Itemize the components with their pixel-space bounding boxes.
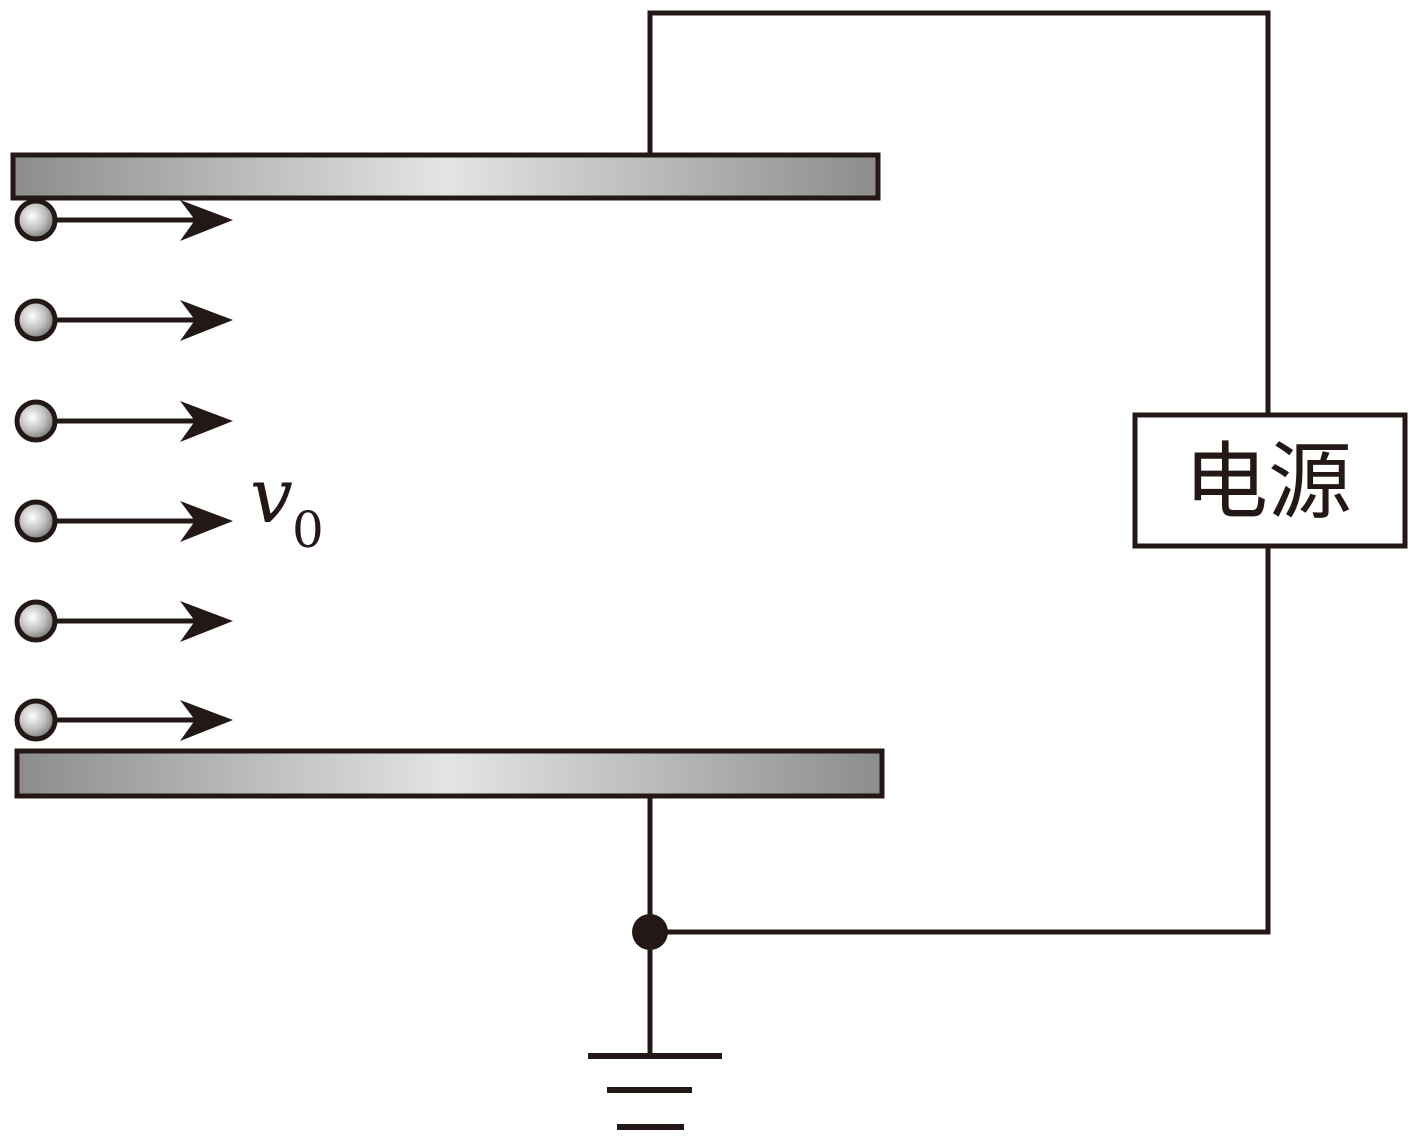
upper-plate bbox=[10, 152, 881, 201]
return-wire bbox=[650, 546, 1271, 935]
velocity-label: v 0 bbox=[250, 451, 324, 559]
charged-particle bbox=[14, 198, 58, 242]
particle-row-4 bbox=[14, 499, 233, 543]
lower-plate bbox=[14, 748, 885, 799]
junction-node bbox=[632, 914, 668, 950]
particle-row-5 bbox=[14, 599, 233, 643]
upper-wire bbox=[647, 10, 1271, 415]
particle-row-2 bbox=[14, 298, 233, 342]
particle-row-3 bbox=[14, 399, 233, 443]
power-source: 电源 bbox=[1132, 412, 1408, 549]
charged-particle bbox=[14, 599, 58, 643]
particle-row-1 bbox=[14, 198, 233, 242]
particle-row-6 bbox=[14, 698, 233, 742]
charged-particle bbox=[14, 499, 58, 543]
power-source-label: 电源 bbox=[1184, 433, 1352, 531]
ground-symbol bbox=[588, 1053, 722, 1130]
velocity-symbol: v bbox=[250, 451, 293, 540]
charged-particle bbox=[14, 399, 58, 443]
velocity-subscript: 0 bbox=[292, 501, 324, 559]
charged-particle bbox=[14, 698, 58, 742]
charged-particle bbox=[14, 298, 58, 342]
